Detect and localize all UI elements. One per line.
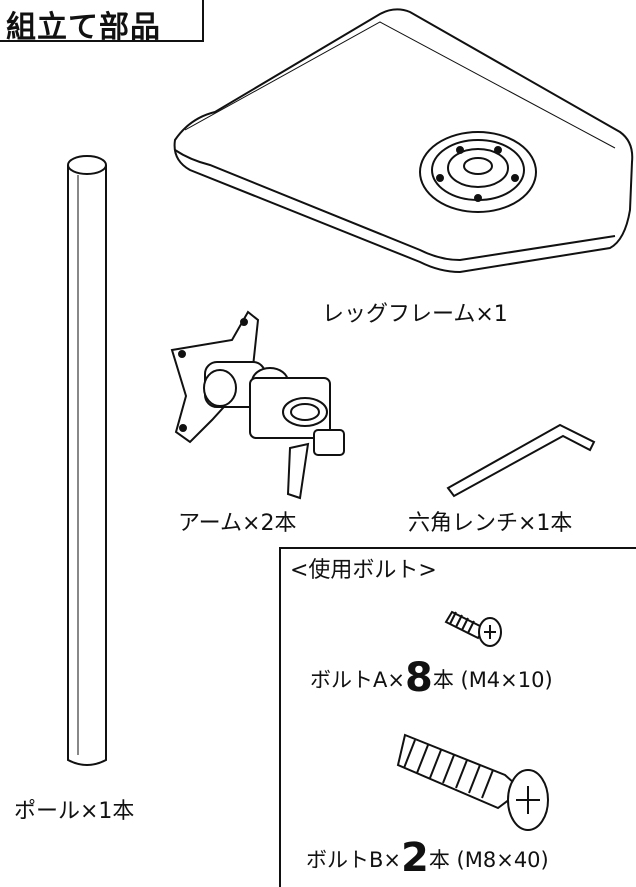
leg-frame-illustration (173, 8, 634, 274)
hex-wrench-illustration (446, 423, 596, 498)
bolt-a-qty: 8 (404, 655, 433, 701)
leg-frame-label: レッグフレーム×1 (322, 302, 508, 327)
bolt-a-size: (M4×10) (460, 668, 553, 692)
bolt-b-illustration (396, 733, 549, 831)
bolt-b-suffix: 本 (428, 848, 450, 872)
bolt-section-box (279, 547, 636, 887)
pole-label: ポール×1本 (14, 799, 135, 824)
bolt-a-label: ボルトA×8本 (M4×10) (310, 655, 553, 701)
bolt-b-label: ボルトB×2本 (M8×40) (306, 835, 549, 881)
bolt-b-size: (M8×40) (456, 848, 549, 872)
hex-wrench-label: 六角レンチ×1本 (408, 511, 573, 536)
bolt-a-prefix: ボルトA× (310, 668, 405, 692)
bolt-a-suffix: 本 (432, 668, 454, 692)
pole-illustration (67, 155, 107, 766)
title-box: 組立て部品 (0, 0, 204, 45)
arm-label: アーム×2本 (178, 511, 297, 536)
arm-illustration (170, 310, 345, 500)
bolt-b-qty: 2 (401, 835, 429, 881)
bolt-a-illustration (444, 610, 502, 647)
page-title: 組立て部品 (6, 10, 161, 45)
bolt-section-header: <使用ボルト> (290, 558, 437, 583)
bolt-b-prefix: ボルトB× (306, 848, 402, 872)
